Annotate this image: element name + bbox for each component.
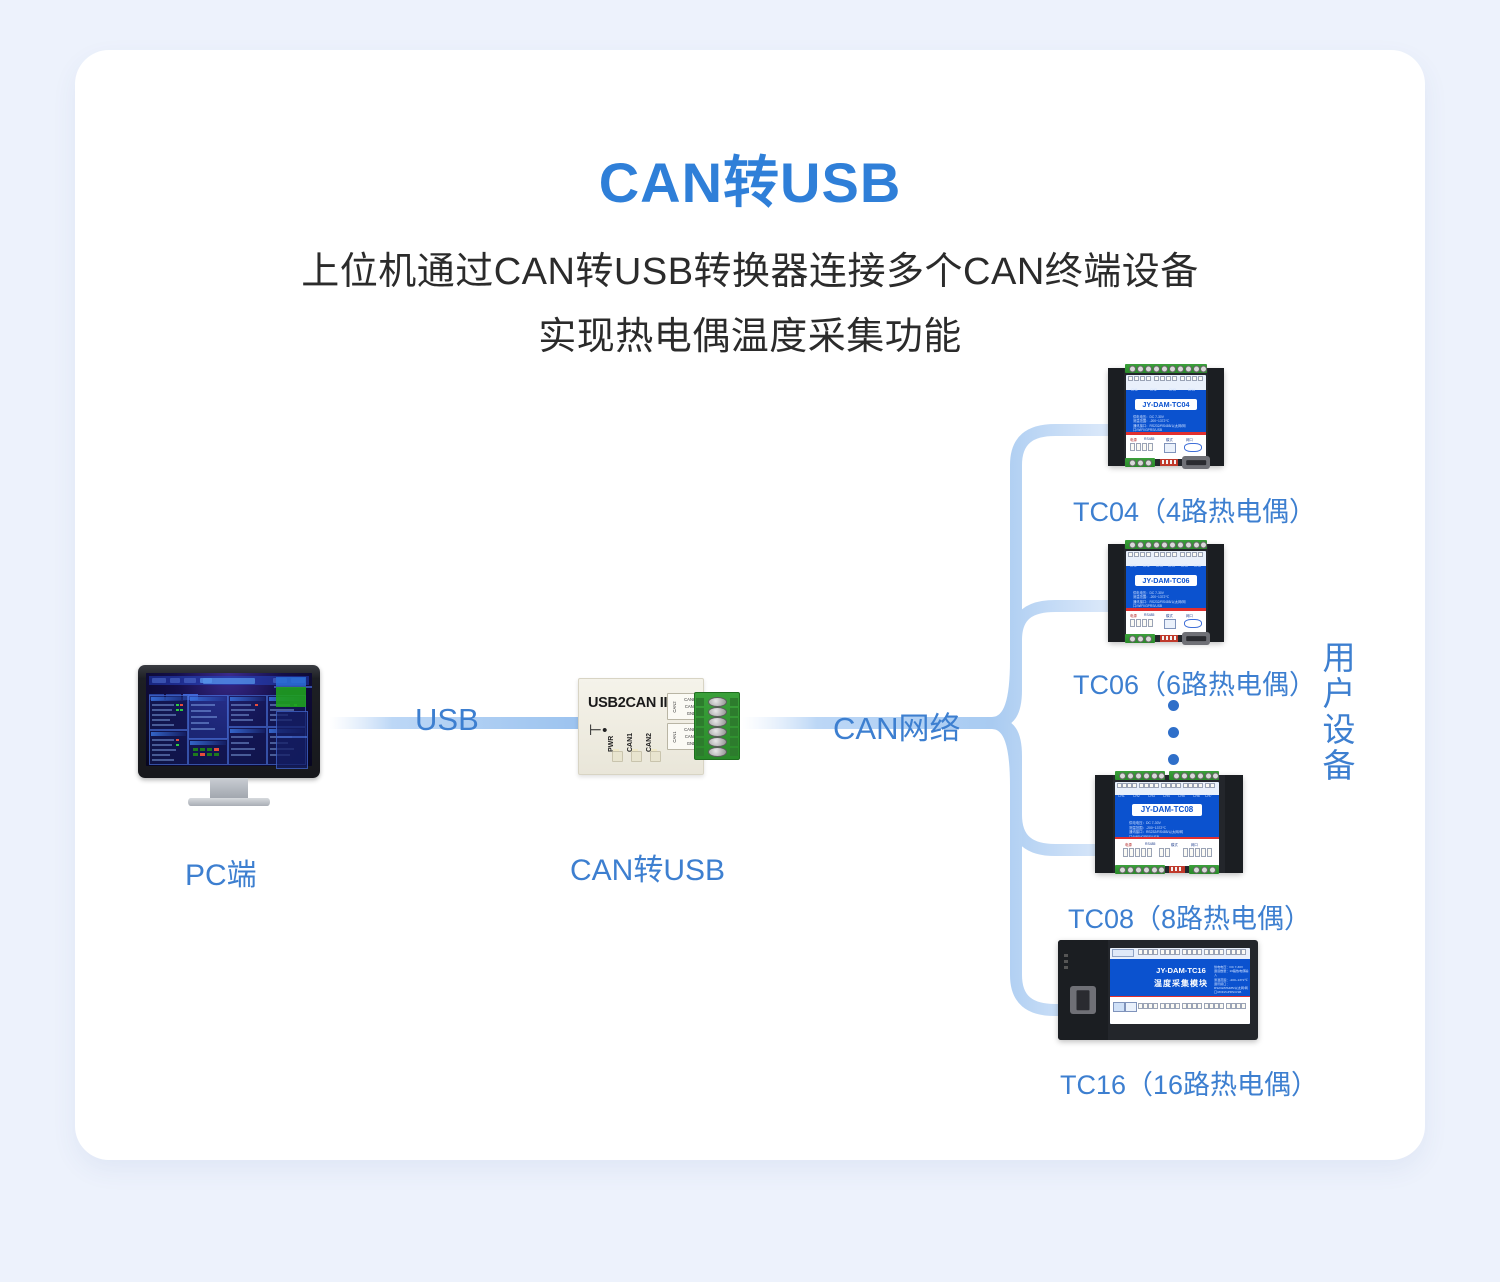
tc08-ch1-label: CH1 [1118,794,1125,798]
pc-monitor [138,665,320,815]
tc06-ch2-label: CH2 [1143,564,1150,568]
tc16-board-subtitle: 温度采集模块 [1154,979,1208,988]
tc04-ch4-label: CH4 [1188,388,1195,392]
tc08-footer-power: 电源 [1125,843,1132,847]
tc04-board-name: JY-DAM-TC04 [1135,399,1197,410]
link-usb-line [330,717,580,729]
tc08-ch2-label: CH2 [1133,794,1140,798]
tc08-ch7-label: CH7 [1205,794,1212,798]
tc08-ch6-label: CH6 [1193,794,1200,798]
tc06-specs: 供电电压：DC 7-30V 测温范围：-200~1372℃ 通讯接口：RS232… [1133,591,1186,609]
subtitle-line-1: 上位机通过CAN转USB转换器连接多个CAN终端设备 [301,251,1199,293]
page-title: CAN转USB [598,151,902,214]
monitor-base [188,798,270,806]
tc06-ch6-label: CH6 [1194,564,1201,568]
tc04-ch3-label: CH3 [1169,388,1176,392]
usb2can-converter: USB2CAN II ⊢• PWR CAN1 CAN2 CAN2 CANH CA… [578,678,740,775]
terminal-legend-can2: CAN2 CANH CANL GND [667,693,699,720]
tc08-ch4-label: CH4 [1163,794,1170,798]
tc06-board-name: JY-DAM-TC06 [1135,575,1197,586]
caption-tc16: TC16（16路热电偶） [1060,1070,1319,1100]
tc06-footer-net: 网口 [1186,614,1193,618]
tc08-footer-rs485: RS485 [1145,842,1156,846]
monitor-stand [210,778,248,800]
tc06-footer-rs485: RS485 [1144,613,1155,617]
label-user-devices: 用户设备 [1318,640,1355,784]
tc06-ch4-label: CH4 [1168,564,1175,568]
tc08-footer-mode: 模式 [1171,843,1178,847]
label-can-link: CAN网络 [833,711,961,746]
tc08-specs: 供电电压：DC 7-30V 测温范围：-200~1372℃ 通讯接口：RS232… [1129,821,1184,839]
tc04-footer-rs485: RS485 [1144,437,1155,441]
caption-tc04: TC04（4路热电偶） [1073,497,1317,527]
tc04-footer-net: 网口 [1186,438,1193,442]
caption-converter: CAN转USB [570,854,726,887]
caption-tc08: TC08（8路热电偶） [1068,904,1312,934]
tc16-specs: 供电电压：DC 7-30V 通道数量：16路热电偶输入 测温范围：-200~13… [1214,965,1249,995]
tc06-footer-mode: 模式 [1166,614,1173,618]
usb-icon: ⊢• [589,722,608,739]
converter-housing: USB2CAN II ⊢• PWR CAN1 CAN2 CAN2 CANH CA… [578,678,704,775]
branch-lines [986,424,1118,1016]
tc06-ch5-label: CH5 [1181,564,1188,568]
tc08-board-name: JY-DAM-TC08 [1132,804,1202,816]
tc08-footer-net: 网口 [1191,843,1198,847]
module-tc06: CH1 CH2 CH3 CH4 CH5 CH6 JY-DAM-TC06 供电电压… [1108,540,1224,645]
tc08-ch5-label: CH5 [1178,794,1185,798]
label-usb-link: USB [415,702,479,737]
tc04-specs: 供电电压：DC 7-30V 测温范围：-200~1372℃ 通讯接口：RS232… [1133,415,1186,433]
tc04-ch2-label: CH2 [1150,388,1157,392]
tc06-footer-power: 电源 [1130,614,1137,618]
module-tc04: CH1 CH2 CH3 CH4 JY-DAM-TC04 供电电压：DC 7-30… [1108,364,1224,469]
caption-pc: PC端 [185,859,257,892]
tc04-footer-mode: 模式 [1166,438,1173,442]
caption-tc06: TC06（6路热电偶） [1073,670,1317,700]
ellipsis-dots [1168,700,1179,781]
converter-model-label: USB2CAN II [588,695,668,711]
subtitle-line-2: 实现热电偶温度采集功能 [538,316,962,358]
screw-terminal-connector [694,692,740,760]
terminal-legend-can1: CAN1 CANH CANL GND [667,723,699,750]
module-tc16: JY-DAM-TC16 温度采集模块 供电电压：DC 7-30V 通道数量：16… [1058,940,1258,1040]
tc16-board-name: JY-DAM-TC16 [1156,966,1206,975]
tc08-ch3-label: CH3 [1148,794,1155,798]
tc06-ch3-label: CH3 [1156,564,1163,568]
monitor-bezel [138,665,320,800]
link-can-line [742,717,992,729]
tc06-ch1-label: CH1 [1130,564,1137,568]
tc04-ch1-label: CH1 [1131,388,1138,392]
tc04-footer-power: 电源 [1130,438,1137,442]
heading-layer: CAN转USB 上位机通过CAN转USB转换器连接多个CAN终端设备 实现热电偶… [75,50,1425,1160]
module-tc08: CH1 CH2 CH3 CH4 CH5 CH6 CH7 JY-DAM-TC08 … [1095,771,1243,874]
